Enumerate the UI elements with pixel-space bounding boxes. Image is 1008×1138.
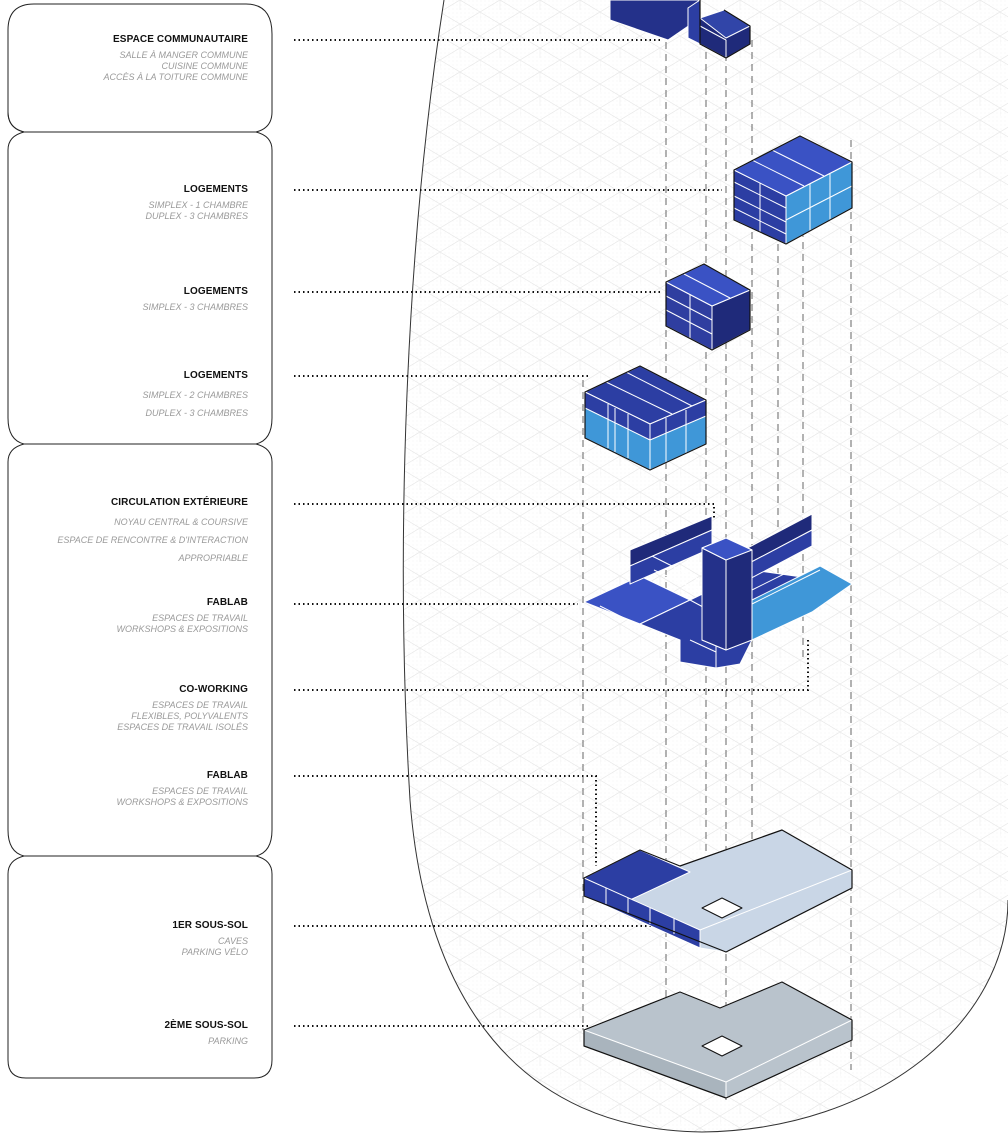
- label-line: NOYAU CENTRAL & COURSIVE: [114, 517, 248, 527]
- label-fablab-1: FABLAB ESPACES DE TRAVAIL WORKSHOPS & EX…: [116, 597, 248, 635]
- label-line: WORKSHOPS & EXPOSITIONS: [116, 624, 248, 634]
- label-line: SIMPLEX - 1 CHAMBRE: [148, 200, 248, 210]
- label-line: DUPLEX - 3 CHAMBRES: [145, 408, 248, 418]
- label-fablab-2: FABLAB ESPACES DE TRAVAIL WORKSHOPS & EX…: [116, 770, 248, 808]
- block-2eme-sous-sol: [583, 981, 853, 1099]
- label-line: ACCÈS À LA TOITURE COMMUNE: [103, 72, 248, 82]
- label-line: SIMPLEX - 2 CHAMBRES: [142, 390, 248, 400]
- label-line: SIMPLEX - 3 CHAMBRES: [142, 302, 248, 312]
- label-title: FABLAB: [206, 597, 248, 608]
- label-title: 2ÈME SOUS-SOL: [164, 1020, 248, 1031]
- label-line: SALLE À MANGER COMMUNE: [119, 50, 248, 60]
- label-title: ESPACE COMMUNAUTAIRE: [113, 34, 248, 45]
- label-logements-1: LOGEMENTS SIMPLEX - 1 CHAMBRE DUPLEX - 3…: [145, 184, 248, 222]
- label-circulation-exterieure: CIRCULATION EXTÉRIEURE NOYAU CENTRAL & C…: [57, 497, 248, 567]
- label-line: CUISINE COMMUNE: [161, 61, 248, 71]
- label-logements-3: LOGEMENTS SIMPLEX - 2 CHAMBRES DUPLEX - …: [142, 370, 248, 422]
- block-outlines: [583, 0, 853, 1099]
- label-line: ESPACES DE TRAVAIL: [152, 786, 248, 796]
- label-logements-2: LOGEMENTS SIMPLEX - 3 CHAMBRES: [142, 286, 248, 313]
- label-title: CIRCULATION EXTÉRIEURE: [110, 497, 248, 508]
- label-brackets: [7, 3, 273, 1079]
- label-line: APPROPRIABLE: [178, 553, 248, 563]
- label-line: CAVES: [217, 936, 248, 946]
- label-title: CO-WORKING: [179, 684, 248, 695]
- label-line: PARKING: [208, 1036, 248, 1046]
- label-co-working: CO-WORKING ESPACES DE TRAVAIL FLEXIBLES,…: [117, 684, 248, 733]
- label-2eme-sous-sol: 2ÈME SOUS-SOL PARKING: [164, 1020, 248, 1047]
- city-context-background: [403, 0, 1008, 1132]
- label-line: ESPACES DE TRAVAIL ISOLÉS: [117, 722, 248, 732]
- label-line: WORKSHOPS & EXPOSITIONS: [116, 797, 248, 807]
- label-line: FLEXIBLES, POLYVALENTS: [131, 711, 248, 721]
- block-circulation-fablab-coworking: [583, 513, 853, 669]
- label-line: ESPACES DE TRAVAIL: [152, 613, 248, 623]
- label-line: ESPACE DE RENCONTRE & D'INTERACTION: [57, 535, 248, 545]
- leader-lines: [294, 39, 809, 1027]
- label-title: LOGEMENTS: [183, 286, 248, 297]
- label-1er-sous-sol: 1ER SOUS-SOL CAVES PARKING VÉLO: [172, 920, 248, 958]
- block-logements-1: [733, 135, 853, 245]
- label-line: PARKING VÉLO: [181, 947, 248, 957]
- label-title: LOGEMENTS: [183, 370, 248, 381]
- label-title: FABLAB: [206, 770, 248, 781]
- label-title: LOGEMENTS: [183, 184, 248, 195]
- block-logements-3: [584, 365, 707, 471]
- context-oval-outline: [402, 0, 1008, 1133]
- label-line: ESPACES DE TRAVAIL: [152, 700, 248, 710]
- label-espace-communautaire: ESPACE COMMUNAUTAIRE SALLE À MANGER COMM…: [103, 34, 248, 83]
- label-line: DUPLEX - 3 CHAMBRES: [145, 211, 248, 221]
- label-title: 1ER SOUS-SOL: [172, 920, 248, 931]
